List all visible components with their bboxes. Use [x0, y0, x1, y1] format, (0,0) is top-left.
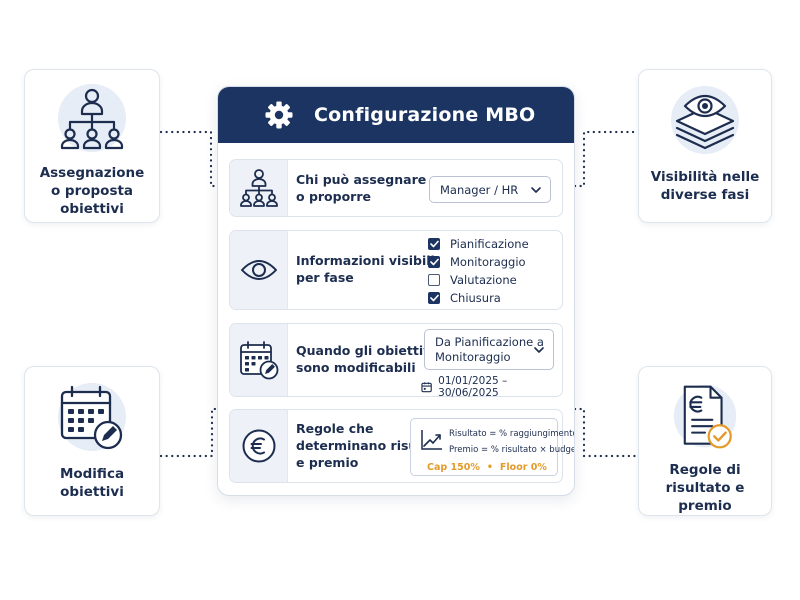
formula-premium: Premio = % risultato × budget — [449, 445, 575, 455]
panel-title: Configurazione MBO — [314, 104, 536, 126]
section-visibility-body: Informazioni visibili per fase Pianifica… — [288, 231, 562, 309]
date-range[interactable]: 01/01/2025 – 30/06/2025 — [421, 375, 562, 399]
section-rules: Regole che determinano risultato e premi… — [229, 409, 574, 483]
phase-label: Monitoraggio — [450, 255, 526, 269]
org-chart-icon — [239, 169, 278, 207]
card-edit-goals: Modifica obiettivi — [24, 366, 160, 516]
org-chart-icon — [58, 84, 126, 152]
connector-bottom-right — [573, 407, 639, 458]
section-editable: Quando gli obiettivi sono modificabili D… — [229, 323, 563, 399]
phase-checkbox-pianificazione[interactable]: Pianificazione — [428, 237, 529, 251]
calendar-edit-icon — [58, 383, 126, 451]
checkbox-checked-icon — [428, 238, 440, 250]
section-assign: Chi può assegnare o proporre Manager / H… — [229, 159, 563, 217]
checkbox-unchecked-icon — [428, 274, 440, 286]
card-edit-goals-label: Modifica obiettivi — [59, 466, 125, 500]
chevron-down-icon — [534, 346, 544, 353]
phase-checkbox-valutazione[interactable]: Valutazione — [428, 273, 517, 287]
euro-coin-icon — [242, 429, 275, 463]
calendar-edit-icon — [239, 341, 278, 380]
cap-floor-line: Cap 150% • Floor 0% — [427, 462, 547, 473]
section-visibility: Informazioni visibili per fase Pianifica… — [229, 230, 563, 310]
connector-top-right — [573, 130, 639, 188]
phase-checkbox-chiusura[interactable]: Chiusura — [428, 291, 501, 305]
card-assignment-label: Assegnazione o proposta obiettivi — [39, 165, 145, 217]
formula-result: Risultato = % raggiungimento — [449, 429, 575, 439]
eye-icon — [240, 260, 277, 280]
mbo-configuration-panel: Configurazione MBO Chi può as — [217, 86, 575, 496]
section-rules-icon-wrap — [230, 410, 288, 482]
section-assign-label: Chi può assegnare o proporre — [296, 172, 427, 204]
phase-checkbox-monitoraggio[interactable]: Monitoraggio — [428, 255, 526, 269]
card-result-rules-label: Regole di risultato e premio — [665, 462, 745, 514]
section-editable-icon-wrap — [230, 324, 288, 396]
section-assign-body: Chi può assegnare o proporre Manager / H… — [288, 160, 562, 216]
assigner-select[interactable]: Manager / HR — [429, 176, 551, 203]
section-rules-body: Regole che determinano risultato e premi… — [288, 410, 574, 482]
card-assignment: Assegnazione o proposta obiettivi — [24, 69, 160, 223]
gear-icon — [265, 101, 293, 129]
checkbox-checked-icon — [428, 256, 440, 268]
section-visibility-icon-wrap — [230, 231, 288, 309]
separator-dot: • — [486, 462, 493, 473]
section-editable-body: Quando gli obiettivi sono modificabili D… — [288, 324, 562, 399]
edit-period-select-value: Da Pianificazione a Monitoraggio — [435, 334, 544, 364]
assigner-select-value: Manager / HR — [440, 182, 519, 197]
panel-header: Configurazione MBO — [218, 87, 574, 143]
cap-value: Cap 150% — [427, 462, 480, 473]
connector-bottom-left — [159, 407, 219, 458]
card-visibility: Visibilità nelle diverse fasi — [638, 69, 772, 223]
formula-box: Risultato = % raggiungimento Premio = % … — [410, 418, 574, 476]
euro-document-check-icon — [673, 384, 737, 449]
date-range-text: 01/01/2025 – 30/06/2025 — [438, 375, 508, 399]
connector-top-left — [159, 130, 219, 188]
section-editable-label: Quando gli obiettivi sono modificabili — [296, 343, 436, 375]
chevron-down-icon — [531, 186, 541, 193]
trend-up-icon — [421, 430, 442, 450]
checkbox-checked-icon — [428, 292, 440, 304]
phase-label: Valutazione — [450, 273, 517, 287]
floor-value: Floor 0% — [499, 462, 547, 473]
calendar-icon — [421, 382, 432, 393]
section-visibility-label: Informazioni visibili per fase — [296, 253, 435, 285]
section-assign-icon-wrap — [230, 160, 288, 216]
card-result-rules: Regole di risultato e premio — [638, 366, 772, 516]
phase-label: Pianificazione — [450, 237, 529, 251]
layered-eye-icon — [671, 86, 739, 154]
phase-label: Chiusura — [450, 291, 501, 305]
card-visibility-label: Visibilità nelle diverse fasi — [650, 169, 760, 203]
edit-period-select[interactable]: Da Pianificazione a Monitoraggio — [424, 329, 554, 370]
